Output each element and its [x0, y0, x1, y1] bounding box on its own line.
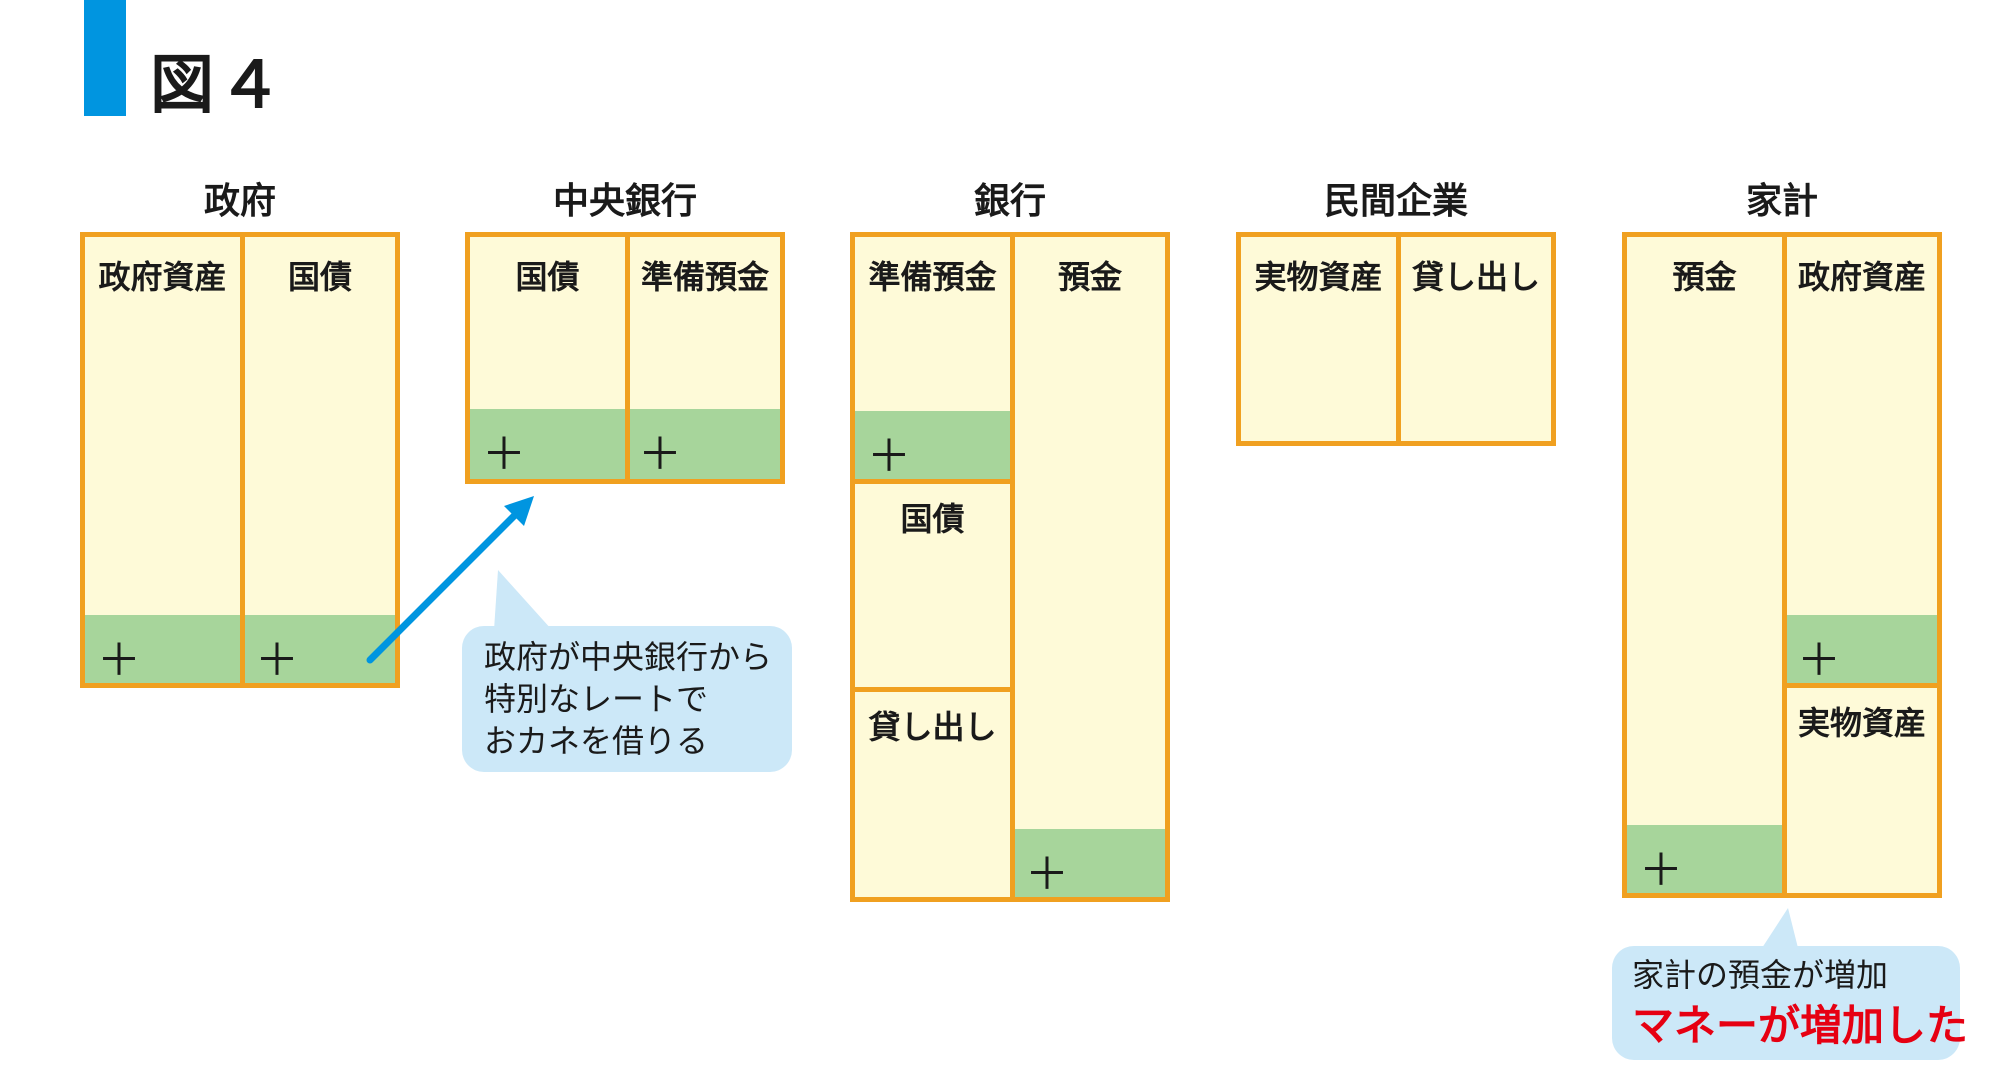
plus-icon: ＋ — [1797, 635, 1841, 686]
government-balance-sheet: 政府資産 国債 ＋ ＋ — [80, 232, 400, 688]
central-bank-bond-label: 国債 — [515, 258, 580, 296]
callout-line: 政府が中央銀行から — [484, 638, 773, 676]
bank-row-divider — [855, 687, 1010, 692]
entity-title-company: 民間企業 — [1323, 181, 1468, 222]
callout-line: 特別なレートで — [484, 680, 709, 718]
figure-title: 図４ — [150, 49, 286, 123]
plus-icon: ＋ — [1639, 845, 1683, 896]
household-gov-asset-label: 政府資産 — [1797, 258, 1926, 296]
household-money-callout: 家計の預金が増加 マネーが増加した — [1612, 946, 1968, 1060]
central-bank-reserve-label: 準備預金 — [640, 258, 769, 296]
bank-deposit-increase-band — [1015, 829, 1165, 897]
callout-pointer — [1762, 908, 1798, 948]
bank-loan-label: 貸し出し — [868, 708, 997, 746]
plus-icon: ＋ — [255, 635, 299, 686]
government-divider — [240, 237, 245, 683]
bank-divider — [1010, 237, 1015, 897]
title-accent-bar — [84, 0, 126, 116]
household-deposit-increase-band — [1627, 825, 1782, 893]
entity-title-central-bank: 中央銀行 — [552, 181, 697, 222]
household-balance-sheet: 預金 政府資産 実物資産 ＋ ＋ — [1622, 232, 1942, 898]
government-asset-label: 政府資産 — [98, 258, 227, 296]
company-balance-sheet: 実物資産 貸し出し — [1236, 232, 1556, 446]
company-divider — [1396, 237, 1401, 441]
household-deposit-label: 預金 — [1672, 258, 1737, 296]
entity-title-bank: 銀行 — [973, 181, 1046, 222]
company-asset-label: 実物資産 — [1254, 258, 1383, 296]
plus-icon: ＋ — [867, 431, 911, 482]
central-bank-divider — [625, 237, 630, 479]
plus-icon: ＋ — [1025, 849, 1069, 900]
household-row-divider — [1787, 683, 1937, 688]
household-divider — [1782, 237, 1787, 893]
callout-pointer — [494, 570, 552, 630]
bank-row-divider — [855, 479, 1010, 484]
plus-icon: ＋ — [482, 429, 526, 480]
bank-bond-label: 国債 — [900, 500, 965, 538]
government-bond-label: 国債 — [287, 258, 352, 296]
callout-emphasis: マネーが増加した — [1632, 1001, 1969, 1050]
plus-icon: ＋ — [97, 635, 141, 686]
plus-icon: ＋ — [638, 429, 682, 480]
household-real-asset-label: 実物資産 — [1797, 704, 1926, 742]
central-bank-balance-sheet: 国債 準備預金 ＋ ＋ — [465, 232, 785, 484]
bank-reserve-label: 準備預金 — [868, 258, 997, 296]
household-gov-asset-increase-band — [1787, 615, 1937, 683]
callout-line: 家計の預金が増加 — [1632, 956, 1889, 994]
entity-title-government: 政府 — [203, 181, 276, 222]
callout-line: おカネを借りる — [484, 722, 709, 760]
bank-deposit-label: 預金 — [1057, 258, 1122, 296]
central-bank-loan-callout: 政府が中央銀行から 特別なレートで おカネを借りる — [462, 626, 792, 772]
bank-reserve-increase-band — [855, 411, 1010, 479]
company-loan-label: 貸し出し — [1411, 258, 1540, 296]
bank-balance-sheet: 準備預金 預金 国債 貸し出し ＋ ＋ — [850, 232, 1170, 902]
entity-title-household: 家計 — [1745, 181, 1818, 222]
